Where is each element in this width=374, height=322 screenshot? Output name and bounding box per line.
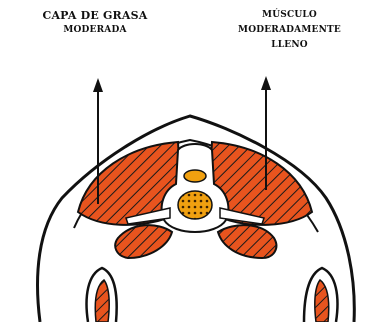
muscle-arrowhead [261, 76, 271, 90]
fat-layer-arrowhead [93, 78, 103, 92]
right-lower-muscle [218, 225, 276, 258]
spinal-process [184, 170, 206, 182]
left-lower-muscle [115, 225, 172, 258]
right-leg-muscle [315, 280, 329, 322]
left-leg-muscle [95, 280, 109, 322]
vertebral-body [178, 191, 212, 219]
